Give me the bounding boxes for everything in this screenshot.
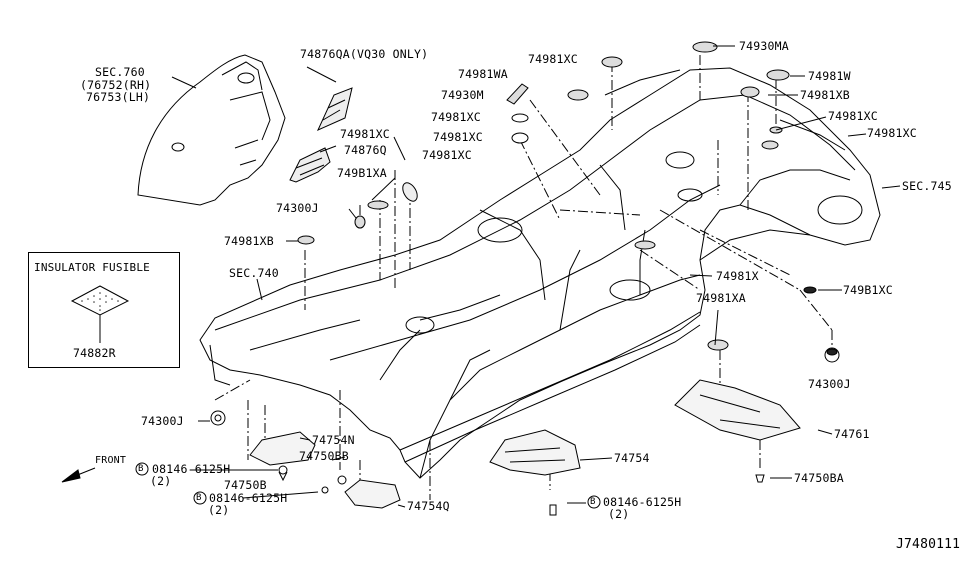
bolt-symbol-1: B xyxy=(138,464,144,474)
label-74750b: 74750B xyxy=(224,478,267,492)
label-74981wa: 74981WA xyxy=(458,67,508,81)
label-74981xc-f: 74981XC xyxy=(422,148,472,162)
label-74981xb-right: 74981XB xyxy=(800,88,850,102)
diagram-id: J7480111 xyxy=(896,537,961,552)
label-bolt-3-qty: (2) xyxy=(608,507,630,521)
insulator-fusible-inset: INSULATOR FUSIBLE 74882R xyxy=(28,252,180,368)
label-74754: 74754 xyxy=(614,451,650,465)
inset-part-number: 74882R xyxy=(73,346,116,360)
floor-panel-part xyxy=(200,68,880,478)
label-74300j-left: 74300J xyxy=(276,201,319,215)
label-74300j-bottom: 74300J xyxy=(141,414,184,428)
label-74876qa: 74876QA(VQ30 ONLY) xyxy=(300,47,429,61)
label-74981xc-c: 74981XC xyxy=(828,109,878,123)
inset-title: INSULATOR FUSIBLE xyxy=(34,261,150,274)
label-leaders xyxy=(172,46,900,507)
front-arrow-icon xyxy=(62,468,95,482)
under-cover-74754n-part xyxy=(250,432,315,465)
label-74754n: 74754N xyxy=(312,433,355,447)
label-bolt-1: 08146-6125H xyxy=(152,462,231,476)
label-74981xc-h: 749B1XC xyxy=(843,283,893,297)
label-74750bb: 74750BB xyxy=(299,449,349,463)
bolt-symbol-3: B xyxy=(590,497,596,507)
label-74761: 74761 xyxy=(834,427,870,441)
label-74300j-right: 74300J xyxy=(808,377,851,391)
label-74981xa-left: 749B1XA xyxy=(337,166,387,180)
plug-parts xyxy=(211,42,839,425)
wheelhouse-insulator-part xyxy=(138,55,285,205)
label-74754q: 74754Q xyxy=(407,499,450,513)
label-74876q: 74876Q xyxy=(344,143,387,157)
under-cover-74761-part xyxy=(675,380,800,440)
label-74981x: 74981X xyxy=(716,269,759,283)
label-sec740: SEC.740 xyxy=(229,266,279,280)
clip-parts xyxy=(279,466,764,515)
insulator-74876qa-part xyxy=(318,88,352,130)
label-bolt-3: 08146-6125H xyxy=(603,495,682,509)
label-sec760: SEC.760 xyxy=(95,65,145,79)
label-74981xc-g: 74981XC xyxy=(867,126,917,140)
insulator-fusible-part xyxy=(72,286,128,343)
label-76752: (76752(RH) xyxy=(80,78,152,92)
label-74750ba: 74750BA xyxy=(794,471,844,485)
insulator-74876q-part xyxy=(290,148,330,182)
label-74930ma: 74930MA xyxy=(739,39,789,53)
label-74981xc-e: 74981XC xyxy=(433,130,483,144)
label-74981w: 74981W xyxy=(808,69,851,83)
label-74981xc-a: 74981XC xyxy=(528,52,578,66)
label-74981xb-left: 74981XB xyxy=(224,234,274,248)
label-sec745: SEC.745 xyxy=(902,179,952,193)
label-74981xa-right: 74981XA xyxy=(696,291,746,305)
label-76753: 76753(LH) xyxy=(86,90,151,104)
label-front: FRONT xyxy=(95,455,127,466)
under-cover-74754-part xyxy=(490,430,580,475)
bolt-symbol-2: B xyxy=(196,493,202,503)
label-bolt-2: 08146-6125H xyxy=(209,491,288,505)
label-74981xc-d: 74981XC xyxy=(340,127,390,141)
label-bolt-1-qty: (2) xyxy=(150,474,172,488)
under-cover-74754q-part xyxy=(345,480,400,508)
leader-lines xyxy=(215,55,832,500)
label-bolt-2-qty: (2) xyxy=(208,503,230,517)
label-74930m: 74930M xyxy=(441,88,484,102)
label-74981xc-b: 74981XC xyxy=(431,110,481,124)
bolt-symbol-icons xyxy=(136,463,600,508)
